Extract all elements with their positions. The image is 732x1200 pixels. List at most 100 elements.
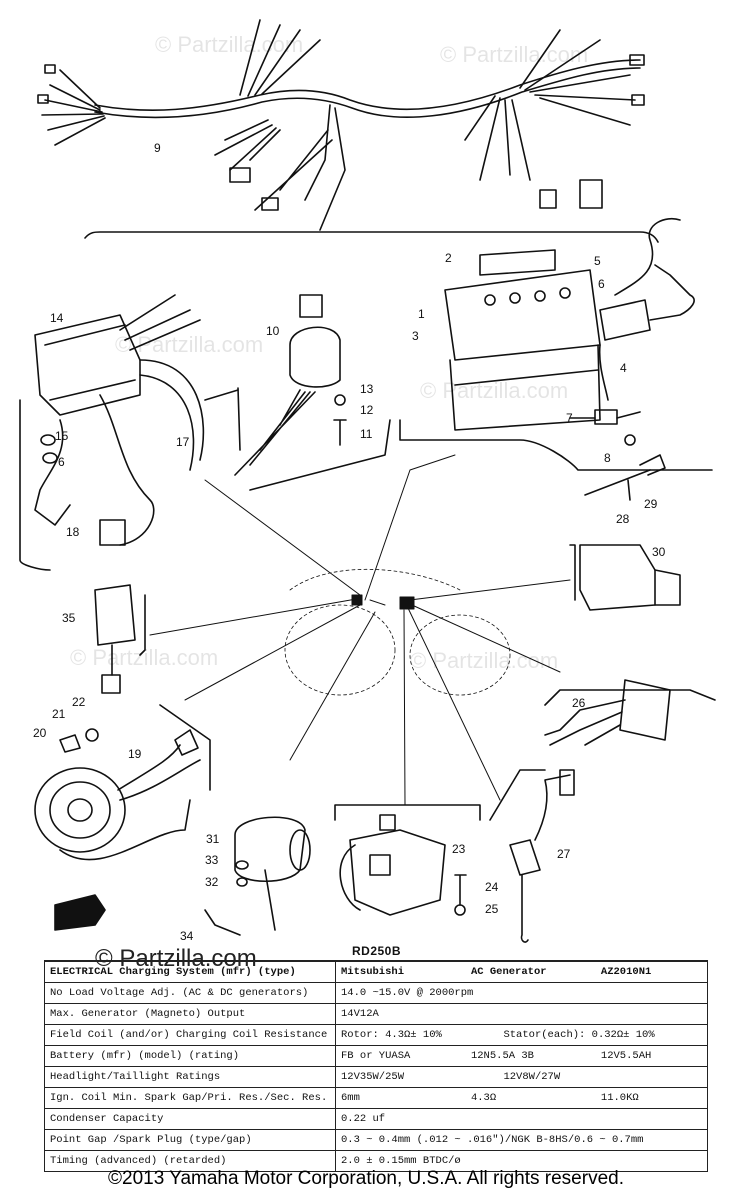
spec-label: ELECTRICAL Charging System (mfr) (type)	[44, 960, 336, 984]
spec-values: Mitsubishi AC Generator AZ2010N1	[335, 960, 708, 984]
callout-1: 1	[418, 307, 425, 321]
spec-value: FB or YUASA	[341, 1050, 411, 1063]
spec-value: 0.22 uf	[341, 1113, 386, 1126]
callout-5: 5	[594, 254, 601, 268]
spec-row: No Load Voltage Adj. (AC & DC generators…	[44, 982, 708, 1005]
rectifier-unit	[339, 814, 467, 916]
callout-32: 32	[205, 875, 219, 889]
callout-18: 18	[66, 525, 80, 539]
section-bracket-bottom	[334, 804, 481, 821]
callout-labels: 1 2 3 4 5 6 7 8 9 10 11 12 13 14 15 6 17…	[33, 141, 666, 943]
callout-19: 19	[128, 747, 142, 761]
spec-value: 6mm	[341, 1092, 360, 1105]
spec-value: AC Generator	[470, 966, 547, 979]
spec-value: 0.3 ~ 0.4mm (.012 ~ .016")/NGK B-8HS/0.6…	[341, 1134, 644, 1146]
copyright-text: ©2013 Yamaha Motor Corporation, U.S.A. A…	[108, 1168, 624, 1189]
callout-4: 4	[620, 361, 627, 375]
spec-label: Ign. Coil Min. Spark Gap/Pri. Res./Sec. …	[44, 1087, 336, 1110]
spec-value: 11.0KΩ	[600, 1092, 639, 1105]
spec-row: Condenser Capacity 0.22 uf	[44, 1108, 708, 1131]
model-label: RD250B	[352, 944, 402, 958]
section-bracket-26	[544, 689, 716, 706]
flasher-relay	[544, 679, 671, 746]
watermarks: © Partzilla.com © Partzilla.com © Partzi…	[70, 32, 588, 673]
section-bracket-left	[19, 389, 239, 571]
callout-25: 25	[485, 902, 499, 916]
spec-value: 2.0 ± 0.15mm BTDC/ø	[341, 1155, 461, 1167]
spec-label: Condenser Capacity	[44, 1108, 336, 1131]
frame-outline	[284, 568, 511, 696]
spec-value: 12N5.5A 3B	[470, 1050, 534, 1063]
regulator	[94, 584, 146, 694]
callout-31: 31	[206, 832, 220, 846]
section-bracket-27	[489, 769, 546, 821]
spec-row: ELECTRICAL Charging System (mfr) (type)M…	[44, 960, 708, 984]
spec-table: ELECTRICAL Charging System (mfr) (type)M…	[44, 960, 708, 1172]
spec-label: Timing (advanced) (retarded)	[44, 1150, 336, 1172]
callout-10: 10	[266, 324, 280, 338]
spec-row: Ign. Coil Min. Spark Gap/Pri. Res./Sec. …	[44, 1087, 708, 1110]
spec-value: 14.0 ~15.0V @ 2000rpm	[341, 987, 474, 1000]
callout-8: 8	[604, 451, 611, 465]
wiring-exploded-diagram: 1 2 3 4 5 6 7 8 9 10 11 12 13 14 15 6 17…	[19, 19, 716, 943]
spec-values: 14V12A	[335, 1003, 708, 1026]
callout-28: 28	[616, 512, 630, 526]
spec-label: No Load Voltage Adj. (AC & DC generators…	[44, 982, 336, 1005]
spec-row: Point Gap /Spark Plug (type/gap) 0.3 ~ 0.…	[44, 1129, 708, 1151]
watermark-text: © Partzilla.com	[115, 332, 263, 357]
callout-9: 9	[154, 141, 161, 155]
callout-12: 12	[360, 403, 374, 417]
spec-value: Mitsubishi	[341, 966, 405, 979]
spec-value: 14V12A	[341, 1008, 379, 1021]
leader-lines	[149, 454, 571, 806]
spec-label: Point Gap /Spark Plug (type/gap)	[44, 1129, 336, 1151]
spec-label: Max. Generator (Magneto) Output	[44, 1003, 336, 1026]
spec-value: 12V8W/27W	[503, 1071, 561, 1084]
callout-23: 23	[452, 842, 466, 856]
section-bracket-right	[399, 419, 713, 471]
spec-values: 0.3 ~ 0.4mm (.012 ~ .016")/NGK B-8HS/0.6…	[335, 1129, 708, 1151]
fuse-holder	[569, 409, 641, 446]
watermark-text: © Partzilla.com	[410, 648, 558, 673]
callout-17: 17	[176, 435, 190, 449]
watermark-text: © Partzilla.com	[440, 42, 588, 67]
spec-value: 12V35W/25W	[341, 1071, 405, 1084]
callout-20: 20	[33, 726, 47, 740]
callout-14: 14	[50, 311, 64, 325]
switch-wire	[584, 454, 666, 501]
wire-harness	[37, 19, 645, 231]
callout-30: 30	[652, 545, 666, 559]
fuse-cable	[598, 218, 695, 401]
spec-values: 6mm 4.3Ω 11.0KΩ	[335, 1087, 708, 1110]
section-bracket-gen	[159, 704, 211, 791]
callout-6: 6	[598, 277, 605, 291]
generator	[34, 728, 201, 861]
spec-row: Max. Generator (Magneto) Output 14V12A	[44, 1003, 708, 1026]
callout-2: 2	[445, 251, 452, 265]
callout-27: 27	[557, 847, 571, 861]
callout-33: 33	[205, 853, 219, 867]
spec-values: 0.22 uf	[335, 1108, 708, 1131]
spec-value: Rotor: 4.3Ω± 10%	[341, 1029, 442, 1042]
main-switch	[234, 294, 347, 476]
spec-row: Timing (advanced) (retarded) 2.0 ± 0.15mm…	[44, 1150, 708, 1172]
watermark-text: © Partzilla.com	[420, 378, 568, 403]
callout-3: 3	[412, 329, 419, 343]
callout-29: 29	[644, 497, 658, 511]
spec-value: 4.3Ω	[470, 1092, 497, 1105]
spec-values: 2.0 ± 0.15mm BTDC/ø	[335, 1150, 708, 1172]
callout-13: 13	[360, 382, 374, 396]
ignition-coil	[34, 294, 205, 546]
callout-26: 26	[572, 696, 586, 710]
spec-value: AZ2010N1	[600, 966, 652, 979]
callout-22: 22	[72, 695, 86, 709]
plug-caps	[34, 419, 126, 546]
spec-values: 12V35W/25W 12V8W/27W	[335, 1066, 708, 1089]
neutral-switch	[509, 769, 575, 943]
callout-15: 15	[55, 429, 69, 443]
watermark-text: © Partzilla.com	[70, 645, 218, 670]
spec-row: Battery (mfr) (model) (rating)FB or YUAS…	[44, 1045, 708, 1068]
spec-values: Rotor: 4.3Ω± 10%Stator(each): 0.32Ω± 10%	[335, 1024, 708, 1047]
watermark-text: © Partzilla.com	[155, 32, 303, 57]
callout-34: 34	[180, 929, 194, 943]
